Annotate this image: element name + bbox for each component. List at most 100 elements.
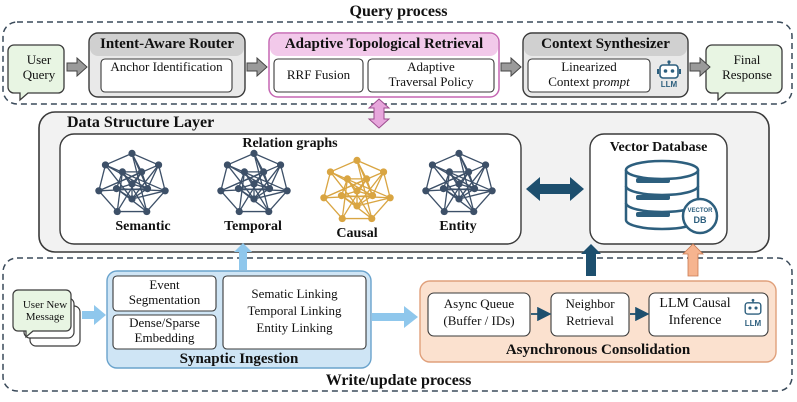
graph-edge (131, 153, 148, 212)
final-response-bubble (705, 44, 783, 102)
neighbor-retrieval-label-1: Neighbor (565, 296, 615, 311)
graph-edge (227, 164, 288, 192)
rrf-fusion-label: RRF Fusion (286, 67, 351, 82)
graph-node (362, 175, 371, 183)
arrow-retrieval-to-synth (500, 56, 522, 78)
graph-edge (341, 178, 349, 219)
graph-label-semantic: Semantic (115, 219, 171, 234)
graph-node (379, 168, 388, 176)
event-segmentation-box (112, 275, 217, 312)
neighbor-retrieval-label-2: Retrieval (566, 313, 614, 328)
graph-edge (279, 164, 288, 191)
traversal-policy-label-2: Traversal Policy (388, 74, 474, 89)
graph-label-temporal: Temporal (224, 219, 282, 234)
async-consolidation-title: Asynchronous Consolidation (505, 342, 691, 358)
graph-label-causal: Causal (336, 226, 378, 241)
traversal-policy-label-1: Adaptive (407, 59, 455, 74)
anchor-identification-label: Anchor Identification (110, 59, 223, 74)
graph-edge (116, 171, 124, 212)
graph-node (428, 161, 437, 169)
graph-node (276, 161, 285, 169)
arrow-router-to-retrieval (246, 56, 268, 78)
relation-graph-icons (95, 149, 496, 223)
graph-node (343, 175, 352, 183)
graph-node (439, 185, 448, 193)
graph-edge (323, 197, 343, 220)
graph-edge (323, 171, 332, 198)
graph-icon-entity (422, 149, 496, 216)
graph-edge (382, 171, 391, 198)
arrow-retrieval-datalayer (367, 98, 391, 129)
graph-node (445, 168, 454, 176)
graph-node (368, 214, 376, 223)
graph-edge (268, 190, 288, 213)
graph-edge (330, 159, 358, 173)
graph-edge (425, 164, 434, 191)
graph-label-entity: Entity (439, 219, 477, 234)
graph-node (368, 192, 377, 200)
graph-node (161, 187, 169, 195)
arrow-graphs-vectordb (526, 177, 584, 201)
graph-icon-temporal (217, 149, 291, 216)
arrow-consolidation-to-vectordb (581, 244, 601, 276)
event-segmentation-label: Event Segmentation (128, 277, 201, 307)
user-message-label: User New Message (22, 299, 68, 324)
arrow-ingestion-to-consolidation (372, 306, 418, 328)
graph-node (137, 168, 146, 176)
graph-edge (220, 164, 281, 192)
graph-edge (356, 160, 373, 219)
graph-edge (432, 152, 460, 166)
graph-node (128, 180, 136, 188)
graph-node (101, 161, 110, 169)
graph-edge (432, 164, 493, 192)
graph-node (240, 168, 249, 176)
graph-edge (323, 171, 384, 199)
graph-edge (157, 164, 166, 191)
graph-edge (425, 164, 486, 192)
graph-node (455, 180, 463, 188)
graph-node (353, 156, 361, 164)
graph-node (128, 149, 136, 157)
graph-node (488, 187, 496, 195)
graph-edge (98, 187, 148, 192)
graph-node (154, 161, 163, 169)
graph-node (223, 161, 232, 169)
graph-edge (425, 190, 445, 213)
graph-edge (473, 190, 493, 213)
database-icon (624, 159, 719, 235)
graph-node (470, 207, 478, 216)
graph-node (337, 192, 346, 200)
graph-node (143, 185, 152, 193)
arrow-ingestion-to-graphs (234, 243, 252, 270)
linearized-prompt-box (527, 58, 651, 93)
write-process-title: Write/update process (325, 372, 472, 389)
graph-icon-causal (320, 156, 394, 223)
context-synthesizer-title: Context Synthesizer (541, 36, 670, 52)
graph-edge (253, 152, 281, 166)
async-queue-label-1: Async Queue (443, 296, 515, 311)
graph-node (422, 187, 430, 195)
embedding-label: Dense/Sparse Embedding (129, 315, 200, 345)
graph-edge (253, 153, 270, 212)
graph-node (95, 187, 103, 195)
graph-edge (105, 152, 133, 166)
graph-edge (330, 171, 391, 199)
graph-node (250, 180, 258, 188)
graph-node (353, 202, 361, 210)
graph-edge (220, 187, 270, 192)
vector-database-title: Vector Database (609, 140, 708, 155)
graph-edge (105, 164, 166, 192)
vector-badge-line1: VECTOR (687, 208, 713, 214)
graph-node (386, 194, 394, 202)
graph-edge (238, 171, 246, 212)
arrow-message-to-ingestion (82, 305, 106, 325)
graph-node (338, 214, 346, 223)
anchor-identification-box (100, 58, 233, 93)
graph-node (265, 185, 274, 193)
arrow-synth-to-response (689, 56, 711, 78)
traversal-policy-box (367, 58, 495, 93)
graph-node (128, 195, 136, 203)
arrow-query-to-router (66, 56, 88, 78)
retrieval-title: Adaptive Topological Retrieval (284, 36, 484, 52)
